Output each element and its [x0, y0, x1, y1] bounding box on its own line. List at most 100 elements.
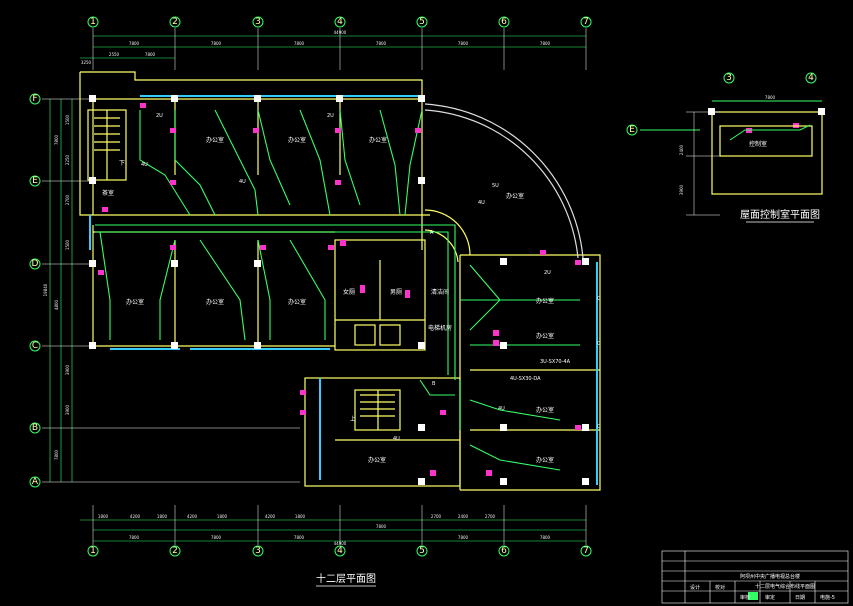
cable-label-5: 4U	[478, 200, 485, 206]
dim-bottom-sub-5: 1800	[217, 514, 228, 519]
node-label-c3: C	[597, 424, 601, 430]
dim-bottom-sub-1: 1800	[98, 514, 109, 519]
room-office-6: 办公室	[206, 298, 224, 306]
grid-bubble-left-B: B	[29, 422, 41, 434]
sub-grid-bubble-E: E	[629, 125, 635, 135]
bottom-dimensions	[80, 505, 587, 545]
title-block-row-5: 日期	[795, 595, 805, 601]
bottom-grid-bubbles: 1 2 3 4 5 6 7	[87, 545, 592, 557]
room-office-5: 办公室	[126, 298, 144, 306]
dim-top-sub-1: 3250	[81, 60, 92, 65]
svg-text:5: 5	[419, 17, 425, 27]
dim-bottom-span-3: 7800	[294, 535, 305, 540]
node-label-b: B	[432, 381, 436, 387]
cable-routes	[95, 109, 580, 471]
sub-dim-height-2: 3900	[679, 184, 684, 195]
grid-bubble-bottom-7: 7	[580, 545, 592, 557]
cable-label-1: 2U	[156, 113, 163, 119]
svg-text:5: 5	[419, 546, 425, 556]
svg-text:7: 7	[583, 17, 589, 27]
grid-bubble-bottom-4: 4	[334, 545, 346, 557]
room-men: 男厕	[390, 289, 402, 296]
svg-text:1: 1	[90, 546, 96, 556]
svg-text:E: E	[32, 176, 38, 186]
dim-left-span-3: 7800	[54, 449, 59, 460]
riser-label-a: 3U-SX70-4A	[540, 359, 571, 365]
dim-top-span-3: 7800	[294, 41, 305, 46]
sub-room-control: 控制室	[749, 140, 767, 148]
grid-bubble-top-5: 5	[416, 16, 428, 28]
sub-grid-bubble-3: 3	[726, 73, 732, 83]
svg-text:2: 2	[172, 546, 178, 556]
sub-dim-height-1: 2400	[679, 144, 684, 155]
room-office-8: 办公室	[536, 297, 554, 305]
title-block-drawing: 十二层电气综合布线平面图	[755, 583, 815, 590]
cable-label-3: 4U	[141, 162, 148, 168]
room-office-7: 办公室	[288, 298, 306, 306]
title-block-project: 阿坝州中央广播电视总台楼	[740, 573, 800, 580]
dim-left-span-2: 4800	[54, 299, 59, 310]
grid-bubble-left-F: F	[29, 93, 41, 105]
title-block-row-2: 校对	[715, 584, 725, 591]
sub-grid-bubble-4: 4	[808, 73, 814, 83]
room-women: 女厕	[343, 288, 355, 296]
room-office-3: 办公室	[369, 136, 387, 144]
building-walls	[79, 71, 601, 491]
dim-top-span-6: 7800	[540, 41, 551, 46]
grid-bubble-left-C: C	[29, 340, 41, 352]
cable-label-7: 4U	[498, 406, 505, 412]
windows	[89, 95, 598, 485]
dim-bottom-span-4: 7800	[376, 524, 387, 529]
left-grid-bubbles: F E D C B A	[29, 93, 41, 488]
dim-bottom-span-1: 7800	[129, 535, 140, 540]
dim-left-sub-4: 1500	[65, 239, 70, 250]
dim-bottom-sub-6: 4200	[265, 514, 276, 519]
node-label-a: A	[430, 230, 434, 236]
sub-plan: 3 4 E 7800 2400 3900 控制室 屋面控制室平面图	[626, 72, 825, 223]
cable-label-6: 2U	[544, 270, 551, 276]
dim-bottom-sub-8: 2700	[431, 514, 442, 519]
cable-label-2: 2U	[327, 113, 334, 119]
svg-text:2: 2	[172, 17, 178, 27]
svg-text:4: 4	[337, 17, 343, 27]
dim-bottom-sub-10: 2700	[485, 514, 496, 519]
grid-bubble-top-7: 7	[580, 16, 592, 28]
dim-top-span-2: 7800	[211, 41, 222, 46]
dim-top-span-5: 7800	[458, 41, 469, 46]
title-block-row-4: 审定	[765, 594, 775, 601]
curved-facade	[424, 103, 584, 263]
grid-bubble-left-E: E	[29, 175, 41, 187]
riser-label-b: 4U-SX30-DA	[510, 376, 541, 382]
dim-bottom-sub-9: 2400	[458, 514, 469, 519]
dim-bottom-span-2: 7800	[211, 535, 222, 540]
cable-label-4: 4U	[239, 179, 246, 185]
room-office-2: 办公室	[288, 136, 306, 144]
title-block	[661, 550, 849, 604]
grid-bubble-left-A: A	[29, 476, 41, 488]
dim-bottom-span-6: 7800	[540, 535, 551, 540]
dim-top-span-4: 7800	[376, 41, 387, 46]
title-block-row-3: 审核	[740, 594, 750, 601]
cable-label-9: 5U	[492, 183, 499, 189]
dim-bottom-sub-3: 1800	[157, 514, 168, 519]
dim-top-sub-2: 2550	[109, 52, 120, 57]
room-office-9: 办公室	[536, 332, 554, 340]
title-block-row-1: 设计	[690, 584, 700, 591]
dim-left-span-1: 7800	[54, 134, 59, 145]
dim-left-sub-5: 3900	[65, 364, 70, 375]
stair-down: 下	[119, 160, 125, 167]
svg-text:3: 3	[255, 17, 261, 27]
grid-bubble-left-D: D	[29, 258, 41, 270]
dim-left-overall: 19840	[43, 283, 48, 296]
grid-bubble-top-6: 6	[498, 16, 510, 28]
room-cleaning: 清洁间	[431, 288, 449, 296]
room-office-1: 办公室	[206, 136, 224, 144]
cable-label-8: 4U	[393, 436, 400, 442]
svg-text:B: B	[32, 423, 38, 433]
dim-top-sub-3: 7800	[145, 52, 156, 57]
top-grid-bubbles: 1 2 3 4 5 6 7	[87, 16, 592, 28]
dim-bottom-sub-7: 1800	[295, 514, 306, 519]
svg-text:6: 6	[501, 546, 507, 556]
svg-text:4: 4	[337, 546, 343, 556]
node-label-c1: C	[597, 296, 601, 302]
